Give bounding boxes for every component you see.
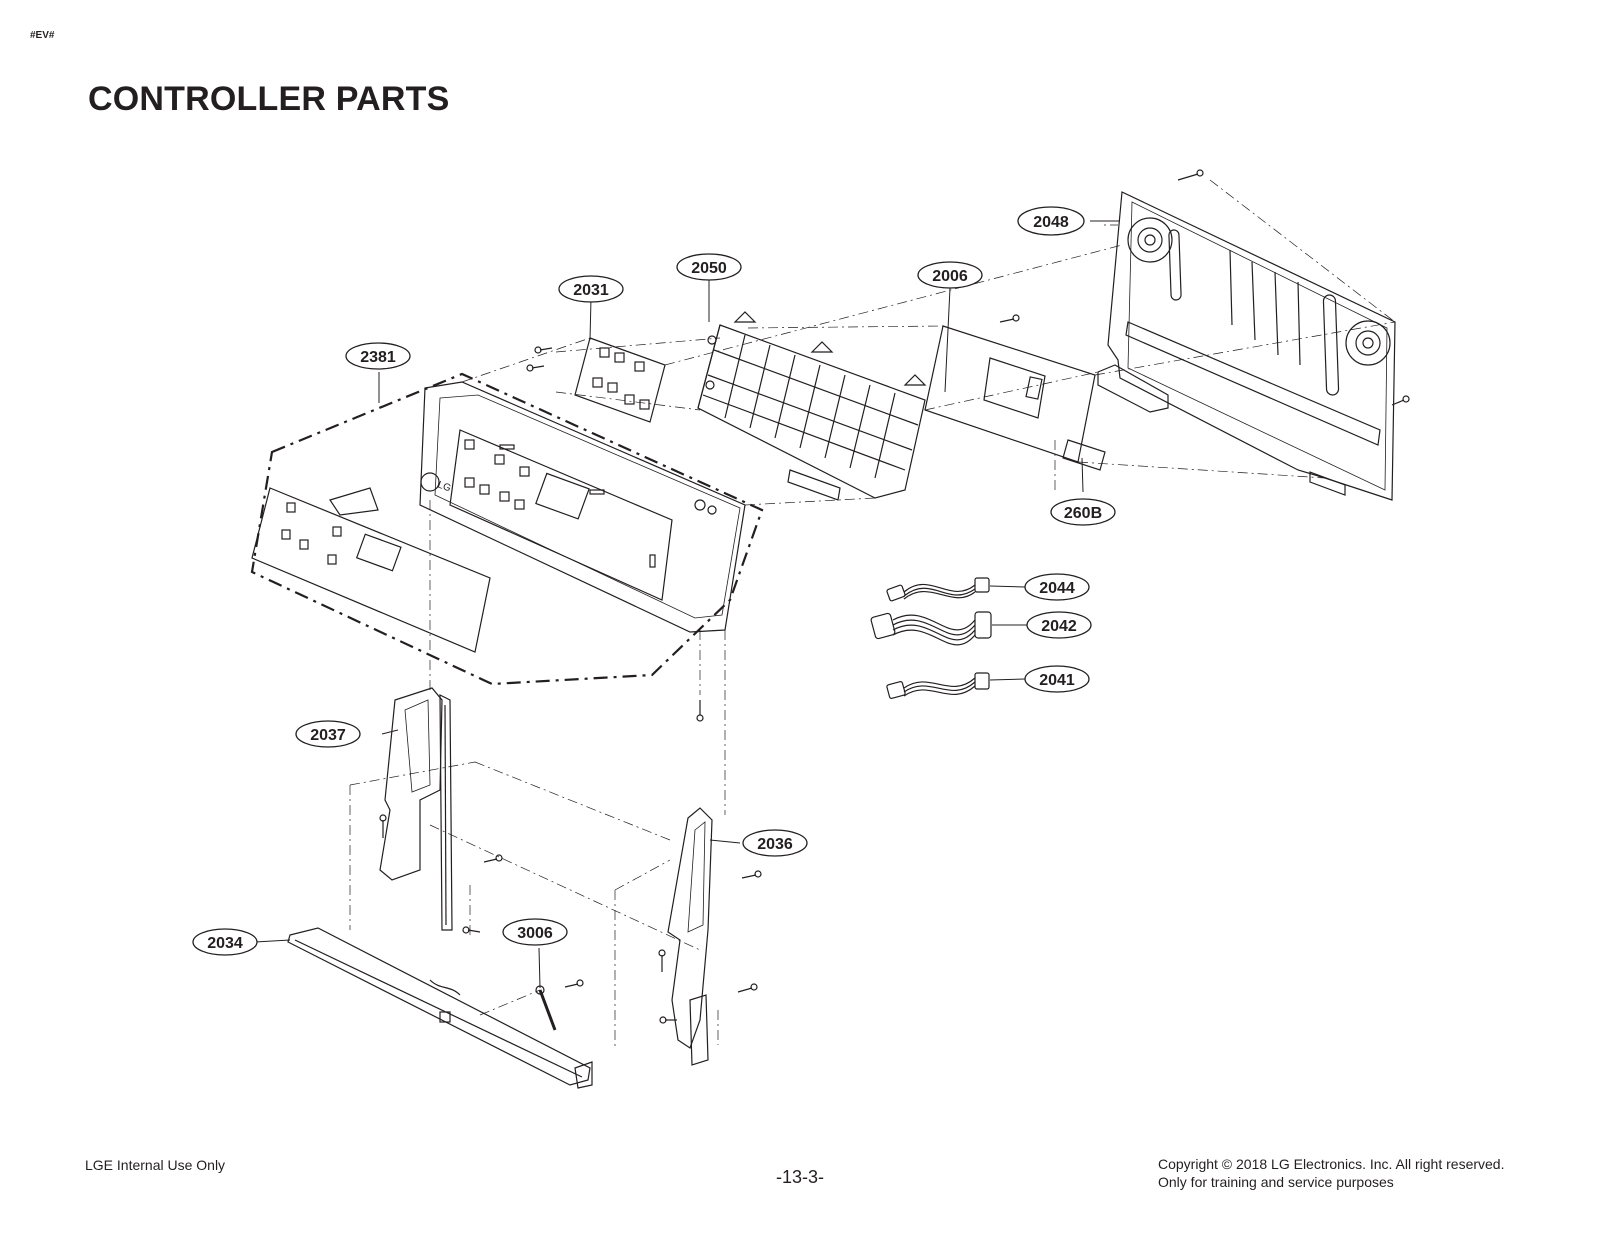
callout-label: 260B — [1064, 505, 1102, 522]
leader-lines — [254, 220, 1120, 989]
callout-2006 — [917, 261, 983, 289]
callout-label: 2041 — [1039, 672, 1075, 689]
callout-2044 — [1024, 573, 1090, 601]
screw-icon — [999, 314, 1020, 323]
screw-icon — [564, 979, 584, 988]
callout-2050 — [676, 253, 742, 281]
sensor-probe — [535, 985, 557, 1031]
screw-icon — [526, 364, 545, 372]
callout-label: 2037 — [310, 727, 346, 744]
callout-label: 2034 — [207, 935, 243, 952]
screw-icon — [1177, 169, 1204, 181]
control-frame-bracket — [697, 311, 927, 501]
wire-harness-2044 — [886, 577, 990, 602]
page-title: CONTROLLER PARTS — [88, 80, 450, 118]
screw-icon — [534, 346, 553, 354]
screw-icon — [696, 700, 704, 722]
callout-2037 — [295, 720, 361, 748]
wire-harness-2042 — [870, 611, 992, 646]
callout-label: 2036 — [757, 836, 793, 853]
screw-icon — [379, 814, 387, 838]
document-tag: #EV# — [30, 30, 55, 41]
callout-2031 — [558, 275, 624, 303]
callout-2048 — [1017, 206, 1085, 236]
callout-2042 — [1026, 611, 1092, 639]
key-pcb — [574, 337, 666, 423]
copyright-line: Copyright © 2018 LG Electronics. Inc. Al… — [1158, 1156, 1505, 1172]
control-panel-front — [419, 381, 746, 633]
assembly-guide-lines — [349, 179, 1396, 1050]
internal-use-note: LGE Internal Use Only — [85, 1157, 226, 1173]
callout-3006 — [502, 918, 568, 946]
callout-label: 2050 — [691, 260, 727, 277]
right-side-bracket — [667, 807, 713, 1066]
callout-260B — [1050, 498, 1116, 526]
screw-icon — [1391, 395, 1410, 406]
copyright-notice: Copyright © 2018 LG Electronics. Inc. Al… — [1158, 1155, 1504, 1191]
screw-icon — [462, 926, 481, 934]
screw-icon — [741, 870, 762, 879]
callout-2381 — [345, 342, 411, 370]
callout-label: 2006 — [932, 268, 968, 285]
wire-harness-2041 — [886, 672, 990, 699]
callout-2034 — [192, 928, 258, 956]
training-note: Only for training and service purposes — [1158, 1174, 1394, 1190]
page-number: -13-3- — [775, 1167, 824, 1187]
callout-2036 — [742, 829, 808, 857]
callout-label: 3006 — [517, 925, 553, 942]
back-cover-panel — [1097, 191, 1396, 501]
left-side-bracket — [379, 687, 453, 931]
screw-icon — [659, 1016, 677, 1024]
screw-icon — [737, 983, 758, 993]
overlay-decal — [251, 487, 491, 653]
callout-label: 2044 — [1039, 580, 1075, 597]
lg-logo: LG — [436, 479, 453, 494]
callout-label: 2042 — [1041, 618, 1077, 635]
screw-icon — [483, 854, 503, 863]
bottom-rail — [287, 927, 593, 1089]
callout-label: 2381 — [360, 349, 396, 366]
callout-label: 2048 — [1033, 214, 1069, 231]
callout-2041 — [1024, 665, 1090, 693]
screw-icon — [658, 949, 666, 972]
callout-label: 2031 — [573, 282, 609, 299]
display-board — [924, 325, 1106, 471]
